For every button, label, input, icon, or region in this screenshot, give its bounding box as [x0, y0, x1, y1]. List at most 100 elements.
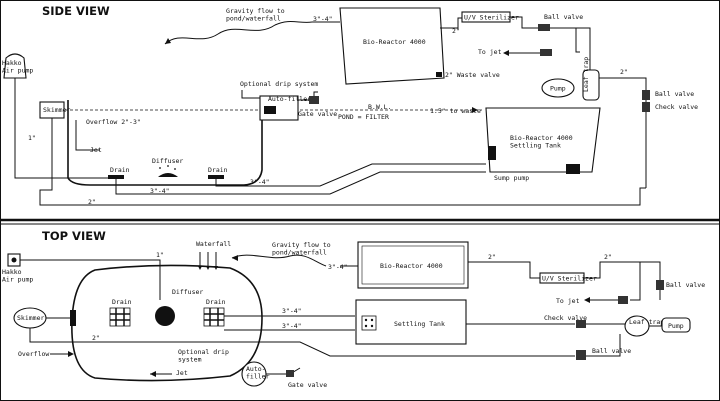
top-gravity-arrow-head: [232, 255, 238, 261]
top-skimmer-return-pipe: [60, 341, 575, 357]
side-bubble: [167, 165, 169, 167]
top-sump-dot: [370, 318, 374, 322]
side-bio-reactor-box: [339, 7, 445, 85]
side-bwl-label: B.W.L.: [368, 103, 391, 111]
top-pipe-jet-branch: [630, 262, 641, 301]
side-sump-pump-icon: [566, 164, 580, 174]
top-drain-left-icon: [109, 307, 131, 327]
top-drain-right-icon: [203, 307, 225, 327]
top-leaf-trap-label: Leaf trap: [629, 318, 664, 326]
top-optional-drip-label: Optional drip system: [178, 348, 233, 364]
top-check-valve-icon: [576, 320, 586, 328]
top-size-1: 1": [156, 251, 164, 259]
top-overflow-label: Overflow: [18, 350, 49, 358]
side-size-34-b: 3"-4": [250, 178, 270, 186]
side-diffuser-label: Diffuser: [152, 157, 183, 165]
top-settling-tank-sump: [361, 315, 377, 331]
top-sump-dot: [364, 324, 368, 328]
top-to-jet-arrow: [584, 297, 590, 303]
side-gravity-arrow-head: [165, 38, 171, 44]
top-to-jet-label: To jet: [556, 297, 580, 305]
side-drain-left-icon: [108, 175, 124, 179]
top-diffuser-label: Diffuser: [172, 288, 203, 296]
side-drain-right-label: Drain: [208, 166, 228, 174]
top-uv-label: U/V Sterilizer: [542, 275, 597, 283]
side-sump-return-pipe: [480, 187, 646, 206]
side-drain-left-label: Drain: [110, 166, 130, 174]
side-skimmer-pipe: [39, 118, 480, 206]
side-ball-valve-top-label: Ball valve: [544, 13, 583, 21]
top-size-34-top: 3"-4": [328, 263, 348, 271]
top-view-title: TOP VIEW: [42, 229, 106, 243]
top-bio-reactor-label: Bio-Reactor 4000: [380, 262, 443, 270]
side-leaf-trap-icon: [582, 69, 600, 101]
top-drain-left-grate: [110, 308, 130, 326]
side-to-waste-arrow: [472, 107, 478, 113]
side-hakko-air-pump-icon: [3, 53, 27, 79]
side-bubble: [174, 168, 176, 170]
top-drain-right-label: Drain: [206, 298, 226, 306]
top-size-34-b: 3"-4": [282, 322, 302, 330]
top-waterfall-lines: [199, 252, 217, 268]
top-skimmer-label: Skimmer: [17, 314, 44, 322]
top-ball-valve-top-icon: [656, 280, 664, 290]
top-settling-tank-label: Settling Tank: [394, 320, 445, 328]
side-size-2-bottom: 2": [88, 198, 96, 206]
side-drain-right-icon: [208, 175, 224, 179]
top-drain-right-grate: [204, 308, 224, 326]
top-jet-arrow: [150, 371, 156, 377]
top-size-2-b: 2": [604, 253, 612, 261]
side-size-2-top: 2": [452, 27, 460, 35]
top-overflow-arrow: [68, 351, 74, 357]
side-settling-tank-label: Bio-Reactor 4000 Settling Tank: [510, 134, 577, 150]
side-leaf-trap-label: Leaf trap: [582, 57, 590, 92]
top-pipe-uv-out: [584, 261, 661, 300]
side-pond-filter-label: POND = FILTER: [338, 113, 389, 121]
side-size-34-top: 3"-4": [313, 15, 333, 23]
top-to-jet-valve: [618, 296, 628, 304]
side-waste-valve-icon: [436, 72, 442, 77]
top-gate-valve-label: Gate valve: [288, 381, 327, 389]
top-ball-valve-bottom-icon: [576, 350, 586, 360]
side-sump-pump-label: Sump pump: [494, 174, 529, 182]
side-bio-reactor-label: Bio-Reactor 4000: [363, 38, 426, 46]
side-drain-pipe-b: [215, 163, 486, 187]
top-size-2-a: 2": [488, 253, 496, 261]
side-check-valve-label: Check valve: [655, 103, 698, 111]
top-sump-dot: [370, 324, 374, 328]
side-to-waste-label: 1.5" to waste: [430, 107, 481, 115]
side-ball-valve-top-icon: [538, 24, 550, 31]
side-ball-valve-right-icon: [642, 90, 650, 100]
side-pipe-return-right: [599, 77, 647, 188]
side-pond-outline: [67, 100, 263, 186]
top-gate-valve-icon: [286, 370, 294, 377]
side-air-line: [14, 78, 120, 179]
side-gate-valve-icon: [309, 96, 319, 104]
side-optional-drip-label: Optional drip system: [240, 80, 318, 88]
top-air-line: [20, 259, 161, 300]
side-hakko-label: Hakko Air pump: [2, 59, 33, 75]
side-to-jet-label: To jet: [478, 48, 502, 56]
top-sump-to-trap-pipe: [586, 334, 621, 357]
top-gravity-flow-line: [231, 254, 327, 267]
top-sump-dot: [364, 318, 368, 322]
side-pipe-uv-valve: [510, 16, 591, 44]
top-bio-reactor-inner: [361, 245, 465, 285]
side-pump-label: Pump: [550, 85, 566, 93]
side-auto-filler-label: Auto-filler: [268, 95, 311, 103]
side-size-34-a: 3"-4": [150, 187, 170, 195]
side-size-1: 1": [28, 134, 36, 142]
top-size-2-left: 2": [92, 334, 100, 342]
top-waterfall-label: Waterfall: [196, 240, 231, 248]
side-gravity-flow-label: Gravity flow to pond/waterfall: [226, 7, 289, 23]
top-drain-left-label: Drain: [112, 298, 132, 306]
top-size-34-a: 3"-4": [282, 307, 302, 315]
top-jet-label: Jet: [176, 369, 188, 377]
side-skimmer-label: Skimmer: [43, 106, 70, 114]
side-check-valve-icon: [642, 102, 650, 112]
side-sump-pipe-icon: [488, 146, 496, 160]
side-gate-valve-label: Gate valve: [298, 110, 337, 118]
side-ball-valve-right-label: Ball valve: [655, 90, 694, 98]
